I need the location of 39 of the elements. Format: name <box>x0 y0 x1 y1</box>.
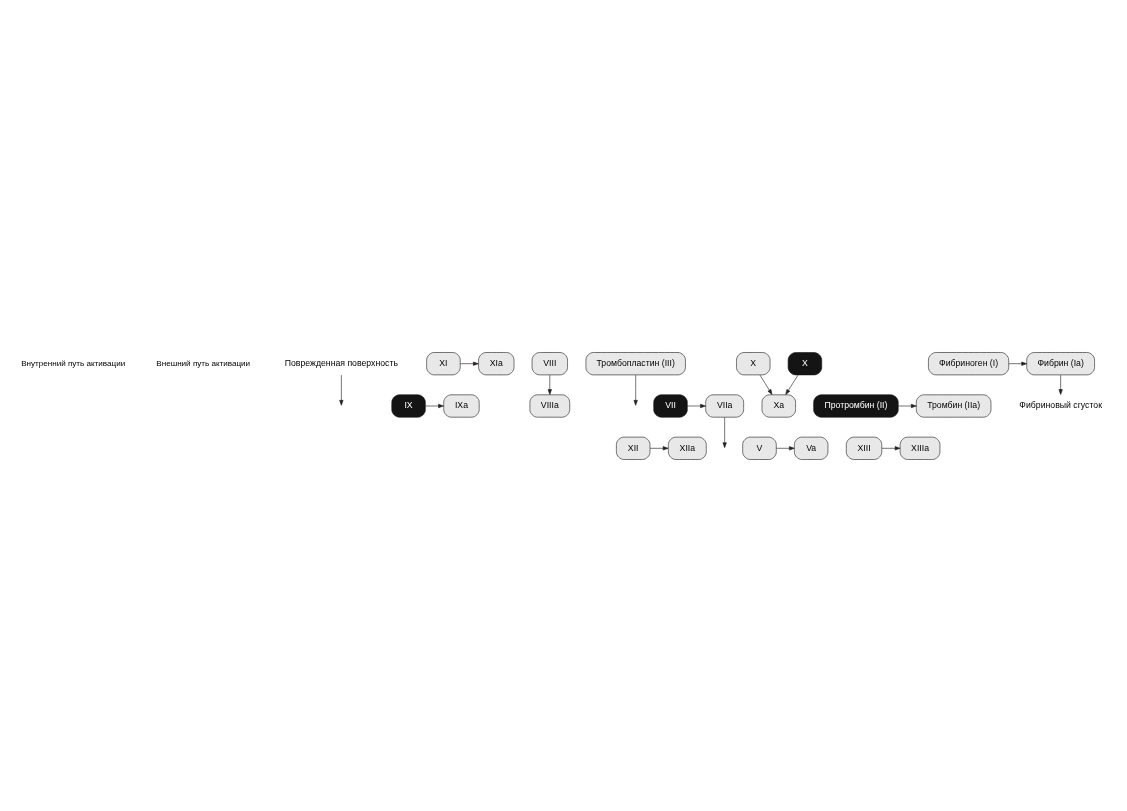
arrow <box>1008 361 1027 366</box>
node-box: XIIIa <box>899 436 941 460</box>
arrow <box>339 374 344 406</box>
node-box: XIIa <box>668 436 707 460</box>
node-box: Фибрин (Ia) <box>1026 351 1095 375</box>
arrow <box>687 403 706 408</box>
arrow <box>1058 374 1063 395</box>
arrow <box>649 445 669 450</box>
arrow <box>776 445 795 450</box>
node-box: XIa <box>478 351 515 375</box>
node-box: Xa <box>761 394 796 417</box>
node-box: Протромбин (II) <box>813 394 899 417</box>
arrow <box>460 361 479 366</box>
node-box: VIIIa <box>529 394 571 417</box>
node-box: Тромбин (IIa) <box>916 394 992 417</box>
node-box: IXa <box>443 394 480 417</box>
arrow <box>785 374 799 395</box>
node-box: VII <box>653 394 688 417</box>
arrow <box>722 416 727 448</box>
node-box: Фибриноген (I) <box>928 351 1009 375</box>
node-box: VIIa <box>705 394 744 417</box>
node-box: XI <box>426 351 461 375</box>
arrow <box>633 374 638 406</box>
arrow <box>898 403 917 408</box>
arrow <box>547 374 552 395</box>
node-box: VIII <box>531 351 568 375</box>
arrow <box>759 374 773 395</box>
node-box: V <box>742 436 777 460</box>
arrow <box>425 403 444 408</box>
node-box: XII <box>616 436 651 460</box>
node-box: X <box>736 351 771 375</box>
node-box: IX <box>391 394 426 417</box>
node-box: Va <box>794 436 829 460</box>
node-text: Поврежденная поверхность <box>284 357 398 368</box>
node-box: Тромбопластин (III) <box>585 351 686 375</box>
node-box: XIII <box>846 436 883 460</box>
node-text: Фибриновый сгусток <box>1019 399 1102 410</box>
node-box: X <box>787 351 823 375</box>
arrow <box>881 445 901 450</box>
